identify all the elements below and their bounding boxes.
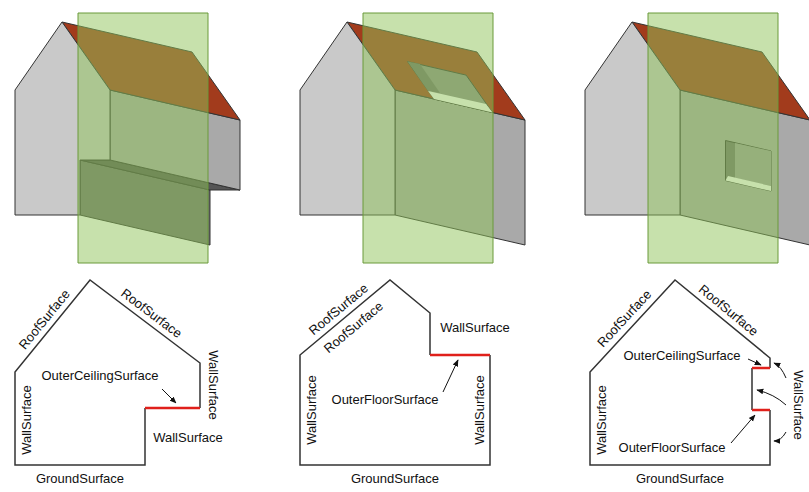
outer-floor-line: [752, 409, 770, 412]
leader-arrow: [731, 415, 755, 443]
roof-surface-label: RoofSurface: [595, 287, 655, 350]
wall-surface-label: WallSurface: [20, 385, 35, 455]
wall-surface-label: WallSurface: [791, 370, 806, 440]
ground-surface-label: GroundSurface: [36, 472, 124, 487]
leader-arrow: [774, 432, 786, 441]
section-outline: [300, 280, 490, 465]
outer-floor-line: [430, 354, 490, 357]
roof-surface-label: RoofSurface: [118, 286, 185, 341]
wall-surface-label: WallSurface: [305, 375, 320, 445]
leader-arrow: [443, 360, 458, 392]
section-plane: [363, 13, 493, 263]
wall-surface-label: WallSurface: [473, 375, 488, 445]
section-outline: [590, 280, 770, 465]
roof-surface-label: RoofSurface: [16, 287, 73, 352]
wall-surface-label: WallSurface: [595, 385, 610, 455]
wall-surface-label: WallSurface: [440, 321, 510, 336]
leader-arrow: [757, 390, 786, 405]
leader-arrow: [748, 359, 761, 365]
wall-surface-label: WallSurface: [206, 350, 221, 420]
section-plane: [78, 13, 208, 263]
ground-surface-label: GroundSurface: [636, 472, 724, 487]
ground-surface-label: GroundSurface: [351, 472, 439, 487]
section-plane: [648, 13, 778, 263]
outer-ceiling-surface-label: OuterCeilingSurface: [623, 349, 740, 364]
wall-surface-label: WallSurface: [153, 431, 223, 446]
outer-floor-surface-label: OuterFloorSurface: [332, 393, 439, 408]
outer-floor-surface-label: OuterFloorSurface: [619, 441, 726, 456]
roof-surface-label: RoofSurface: [695, 282, 760, 339]
leader-arrow: [162, 389, 176, 403]
outer-ceiling-line: [145, 407, 200, 410]
outer-ceiling-surface-label: OuterCeilingSurface: [41, 369, 158, 384]
leader-arrow: [774, 363, 786, 378]
outer-ceiling-line: [752, 367, 770, 370]
